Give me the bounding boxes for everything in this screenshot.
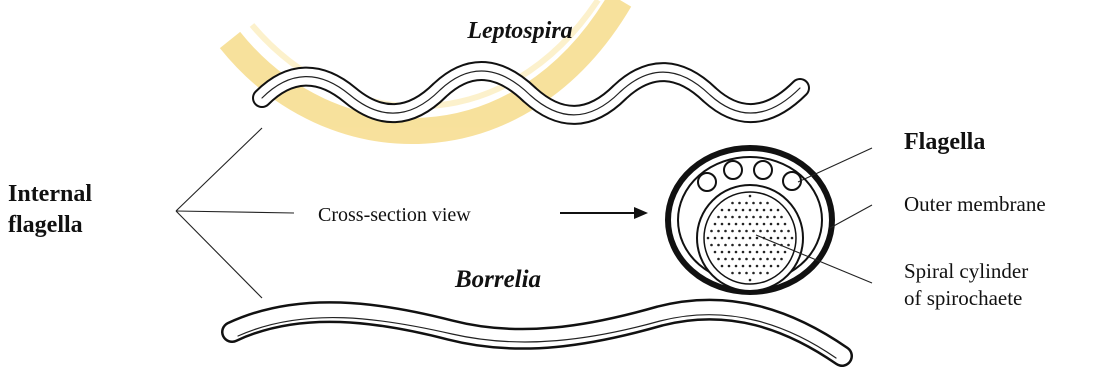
internal-flagella-label-line2: flagella: [8, 212, 83, 238]
arrow-to-cross-section: [560, 207, 648, 219]
cross-section: [668, 148, 832, 292]
borrelia-body: [232, 310, 842, 358]
borrelia-label: Borrelia: [454, 266, 541, 293]
outer-membrane-label: Outer membrane: [904, 192, 1046, 216]
flagella-label: Flagella: [904, 129, 985, 155]
spiral-cylinder-label-line1: Spiral cylinder: [904, 259, 1028, 283]
leptospira-label: Leptospira: [466, 18, 572, 44]
spiral-cylinder-label-line2: of spirochaete: [904, 286, 1022, 310]
cross-section-label: Cross-section view: [318, 204, 471, 226]
internal-flagella-label-line1: Internal: [8, 181, 92, 207]
internal-flagella-pointers: [176, 128, 294, 298]
